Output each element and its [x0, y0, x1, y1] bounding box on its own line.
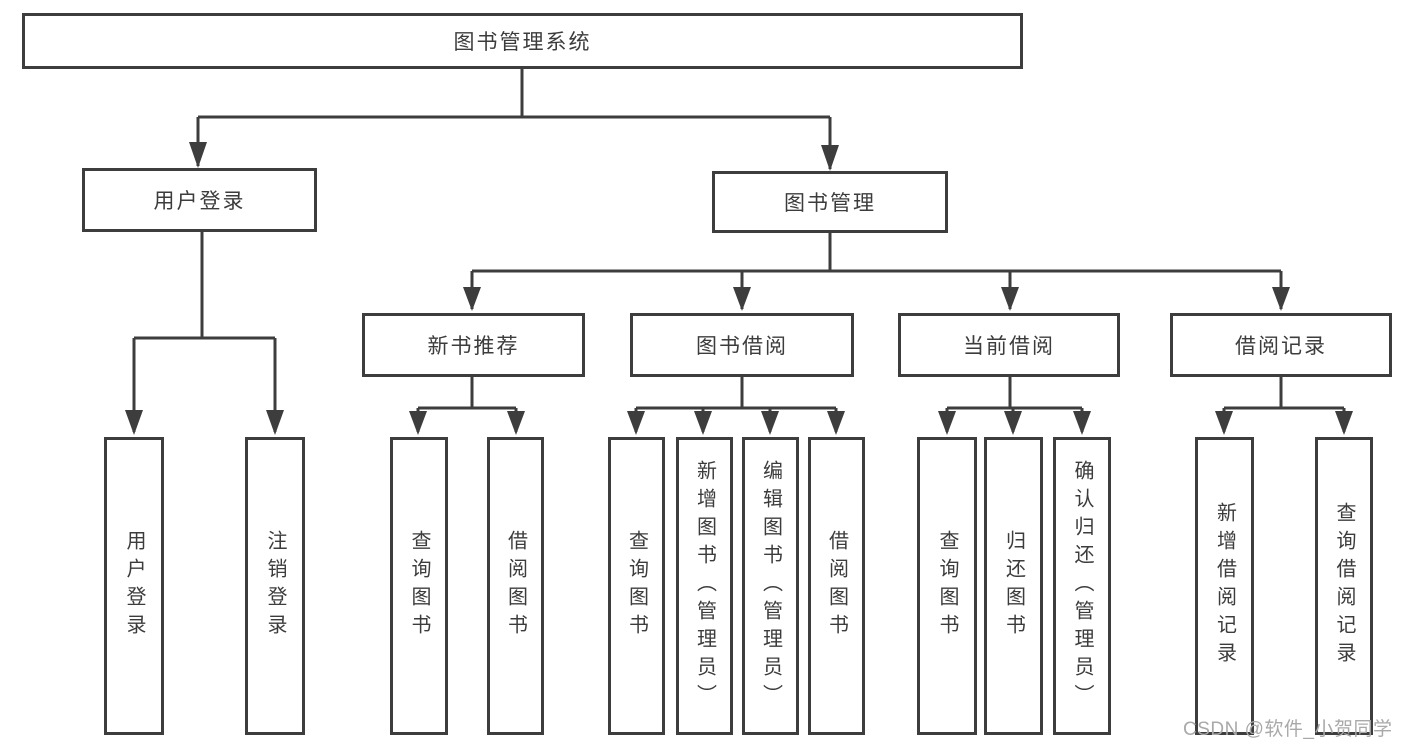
node-book-borrow-label: 图书借阅 — [696, 335, 788, 358]
leaf-query-books-borrow: 查询图书 — [608, 437, 665, 735]
node-current-borrow-label: 当前借阅 — [963, 335, 1055, 358]
leaf-user-login: 用户登录 — [104, 437, 164, 735]
node-user-login: 用户登录 — [82, 168, 317, 232]
leaf-query-books-recommend-label: 查询图书 — [408, 530, 430, 642]
leaf-logout-label: 注销登录 — [264, 530, 286, 642]
node-library-system-label: 图书管理系统 — [453, 31, 592, 54]
leaf-edit-book-admin-label: 编辑图书（管理员） — [759, 460, 782, 712]
node-borrow-records: 借阅记录 — [1170, 313, 1392, 377]
node-book-management-label: 图书管理 — [784, 192, 876, 215]
leaf-return-book-label: 归还图书 — [1002, 530, 1025, 642]
node-new-book-recommend-label: 新书推荐 — [427, 335, 520, 358]
node-user-login-label: 用户登录 — [153, 190, 246, 213]
leaf-confirm-return-admin: 确认归还（管理员） — [1053, 437, 1111, 735]
leaf-query-borrow-record-label: 查询借阅记录 — [1333, 502, 1355, 670]
leaf-user-login-label: 用户登录 — [123, 530, 145, 642]
node-borrow-records-label: 借阅记录 — [1235, 335, 1327, 358]
leaf-query-books-current-label: 查询图书 — [936, 530, 958, 642]
leaf-query-books-borrow-label: 查询图书 — [625, 530, 648, 642]
leaf-borrow-books-borrow: 借阅图书 — [808, 437, 865, 735]
leaf-add-book-admin-label: 新增图书（管理员） — [693, 460, 716, 712]
leaf-confirm-return-admin-label: 确认归还（管理员） — [1071, 460, 1093, 712]
leaf-borrow-books-borrow-label: 借阅图书 — [825, 530, 848, 642]
leaf-return-book: 归还图书 — [984, 437, 1043, 735]
node-library-system: 图书管理系统 — [22, 13, 1023, 69]
leaf-logout: 注销登录 — [245, 437, 305, 735]
node-book-management: 图书管理 — [712, 171, 948, 233]
leaf-borrow-books-recommend-label: 借阅图书 — [504, 530, 527, 642]
leaf-query-books-current: 查询图书 — [917, 437, 977, 735]
leaf-edit-book-admin: 编辑图书（管理员） — [742, 437, 799, 735]
leaf-query-books-recommend: 查询图书 — [390, 437, 448, 735]
leaf-borrow-books-recommend: 借阅图书 — [487, 437, 544, 735]
leaf-add-borrow-record-label: 新增借阅记录 — [1213, 502, 1236, 670]
leaf-add-book-admin: 新增图书（管理员） — [676, 437, 733, 735]
csdn-watermark: CSDN @软件_小贺同学 — [1183, 719, 1393, 740]
node-current-borrow: 当前借阅 — [898, 313, 1120, 377]
node-new-book-recommend: 新书推荐 — [362, 313, 585, 377]
leaf-query-borrow-record: 查询借阅记录 — [1315, 437, 1373, 735]
node-book-borrow: 图书借阅 — [630, 313, 854, 377]
leaf-add-borrow-record: 新增借阅记录 — [1195, 437, 1254, 735]
